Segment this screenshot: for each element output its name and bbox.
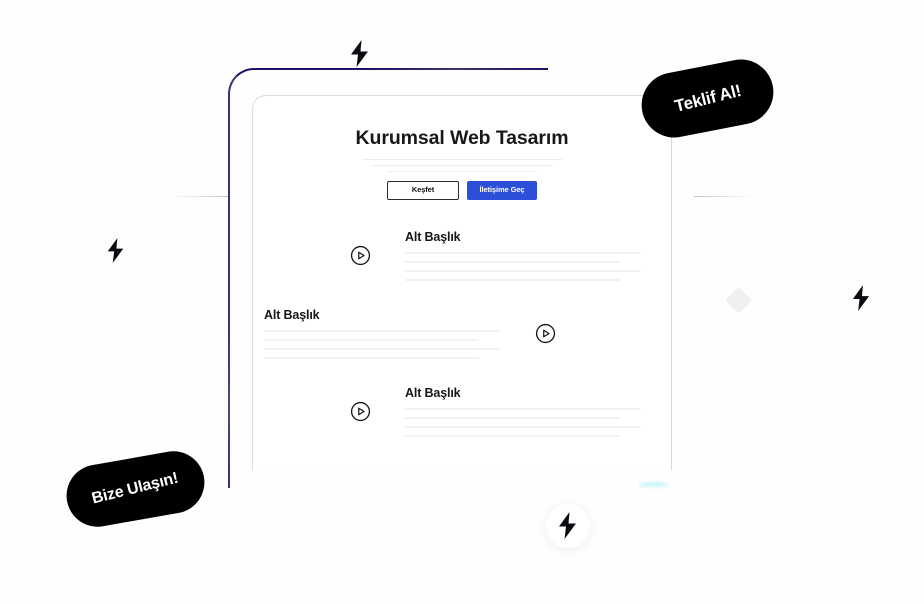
placeholder-line [405,279,620,281]
section-heading: Alt Başlık [405,386,461,400]
play-circle-icon [350,245,370,266]
badge-label: Teklif Al! [672,80,743,116]
section-heading: Alt Başlık [264,308,320,322]
page-title: Kurumsal Web Tasarım [355,127,569,149]
placeholder-line [405,426,641,428]
placeholder-line [362,159,562,160]
section-heading: Alt Başlık [405,230,461,244]
play-button-1[interactable] [315,245,405,266]
section-1-text: Alt Başlık [405,230,641,281]
placeholder-line [264,357,479,359]
lightning-bolt-icon-top [348,40,371,67]
placeholder-line [371,165,553,166]
content-section-2: Alt Başlık [264,308,590,359]
section-2-text: Alt Başlık [264,308,500,359]
diamond-icon [725,287,752,314]
iletisime-gec-button[interactable]: İletişime Geç [467,181,537,200]
website-preview-card: Kurumsal Web Tasarım Keşfet İletişime Ge… [252,95,672,471]
placeholder-line [405,417,620,419]
badge-label: Bize Ulaşın! [90,469,181,508]
section-placeholder-lines [405,252,641,281]
content-section-1: Alt Başlık [315,230,641,281]
section-placeholder-lines [405,408,641,437]
badge-teklif-al[interactable]: Teklif Al! [636,53,779,144]
play-circle-icon [350,401,370,422]
placeholder-line [264,330,500,332]
lightning-bolt-icon-bottom [556,512,579,539]
hero-placeholder-lines [362,159,562,172]
kesfet-button[interactable]: Keşfet [387,181,459,200]
content-section-3: Alt Başlık [315,386,641,437]
placeholder-line [405,270,641,272]
placeholder-line [405,252,641,254]
placeholder-line [405,435,620,437]
badge-bize-ulasin[interactable]: Bize Ulaşın! [61,446,210,532]
placeholder-line [405,261,620,263]
lightning-bolt-icon-left [105,238,126,263]
play-button-2[interactable] [500,323,590,344]
lightning-bolt-icon-right [850,285,872,311]
placeholder-line [264,348,500,350]
cyan-wisp-decoration [639,482,669,489]
decorative-rule-right [694,196,754,197]
decorative-rule-left [170,196,230,197]
play-button-3[interactable] [315,401,405,422]
placeholder-line [264,339,479,341]
hero-section: Kurumsal Web Tasarım Keşfet İletişime Ge… [253,96,671,200]
section-placeholder-lines [264,330,500,359]
navy-outline-frame [228,68,549,488]
play-circle-icon [535,323,555,344]
placeholder-line [387,171,537,172]
section-3-text: Alt Başlık [405,386,641,437]
placeholder-line [405,408,641,410]
hero-button-group: Keşfet İletişime Geç [253,181,671,200]
